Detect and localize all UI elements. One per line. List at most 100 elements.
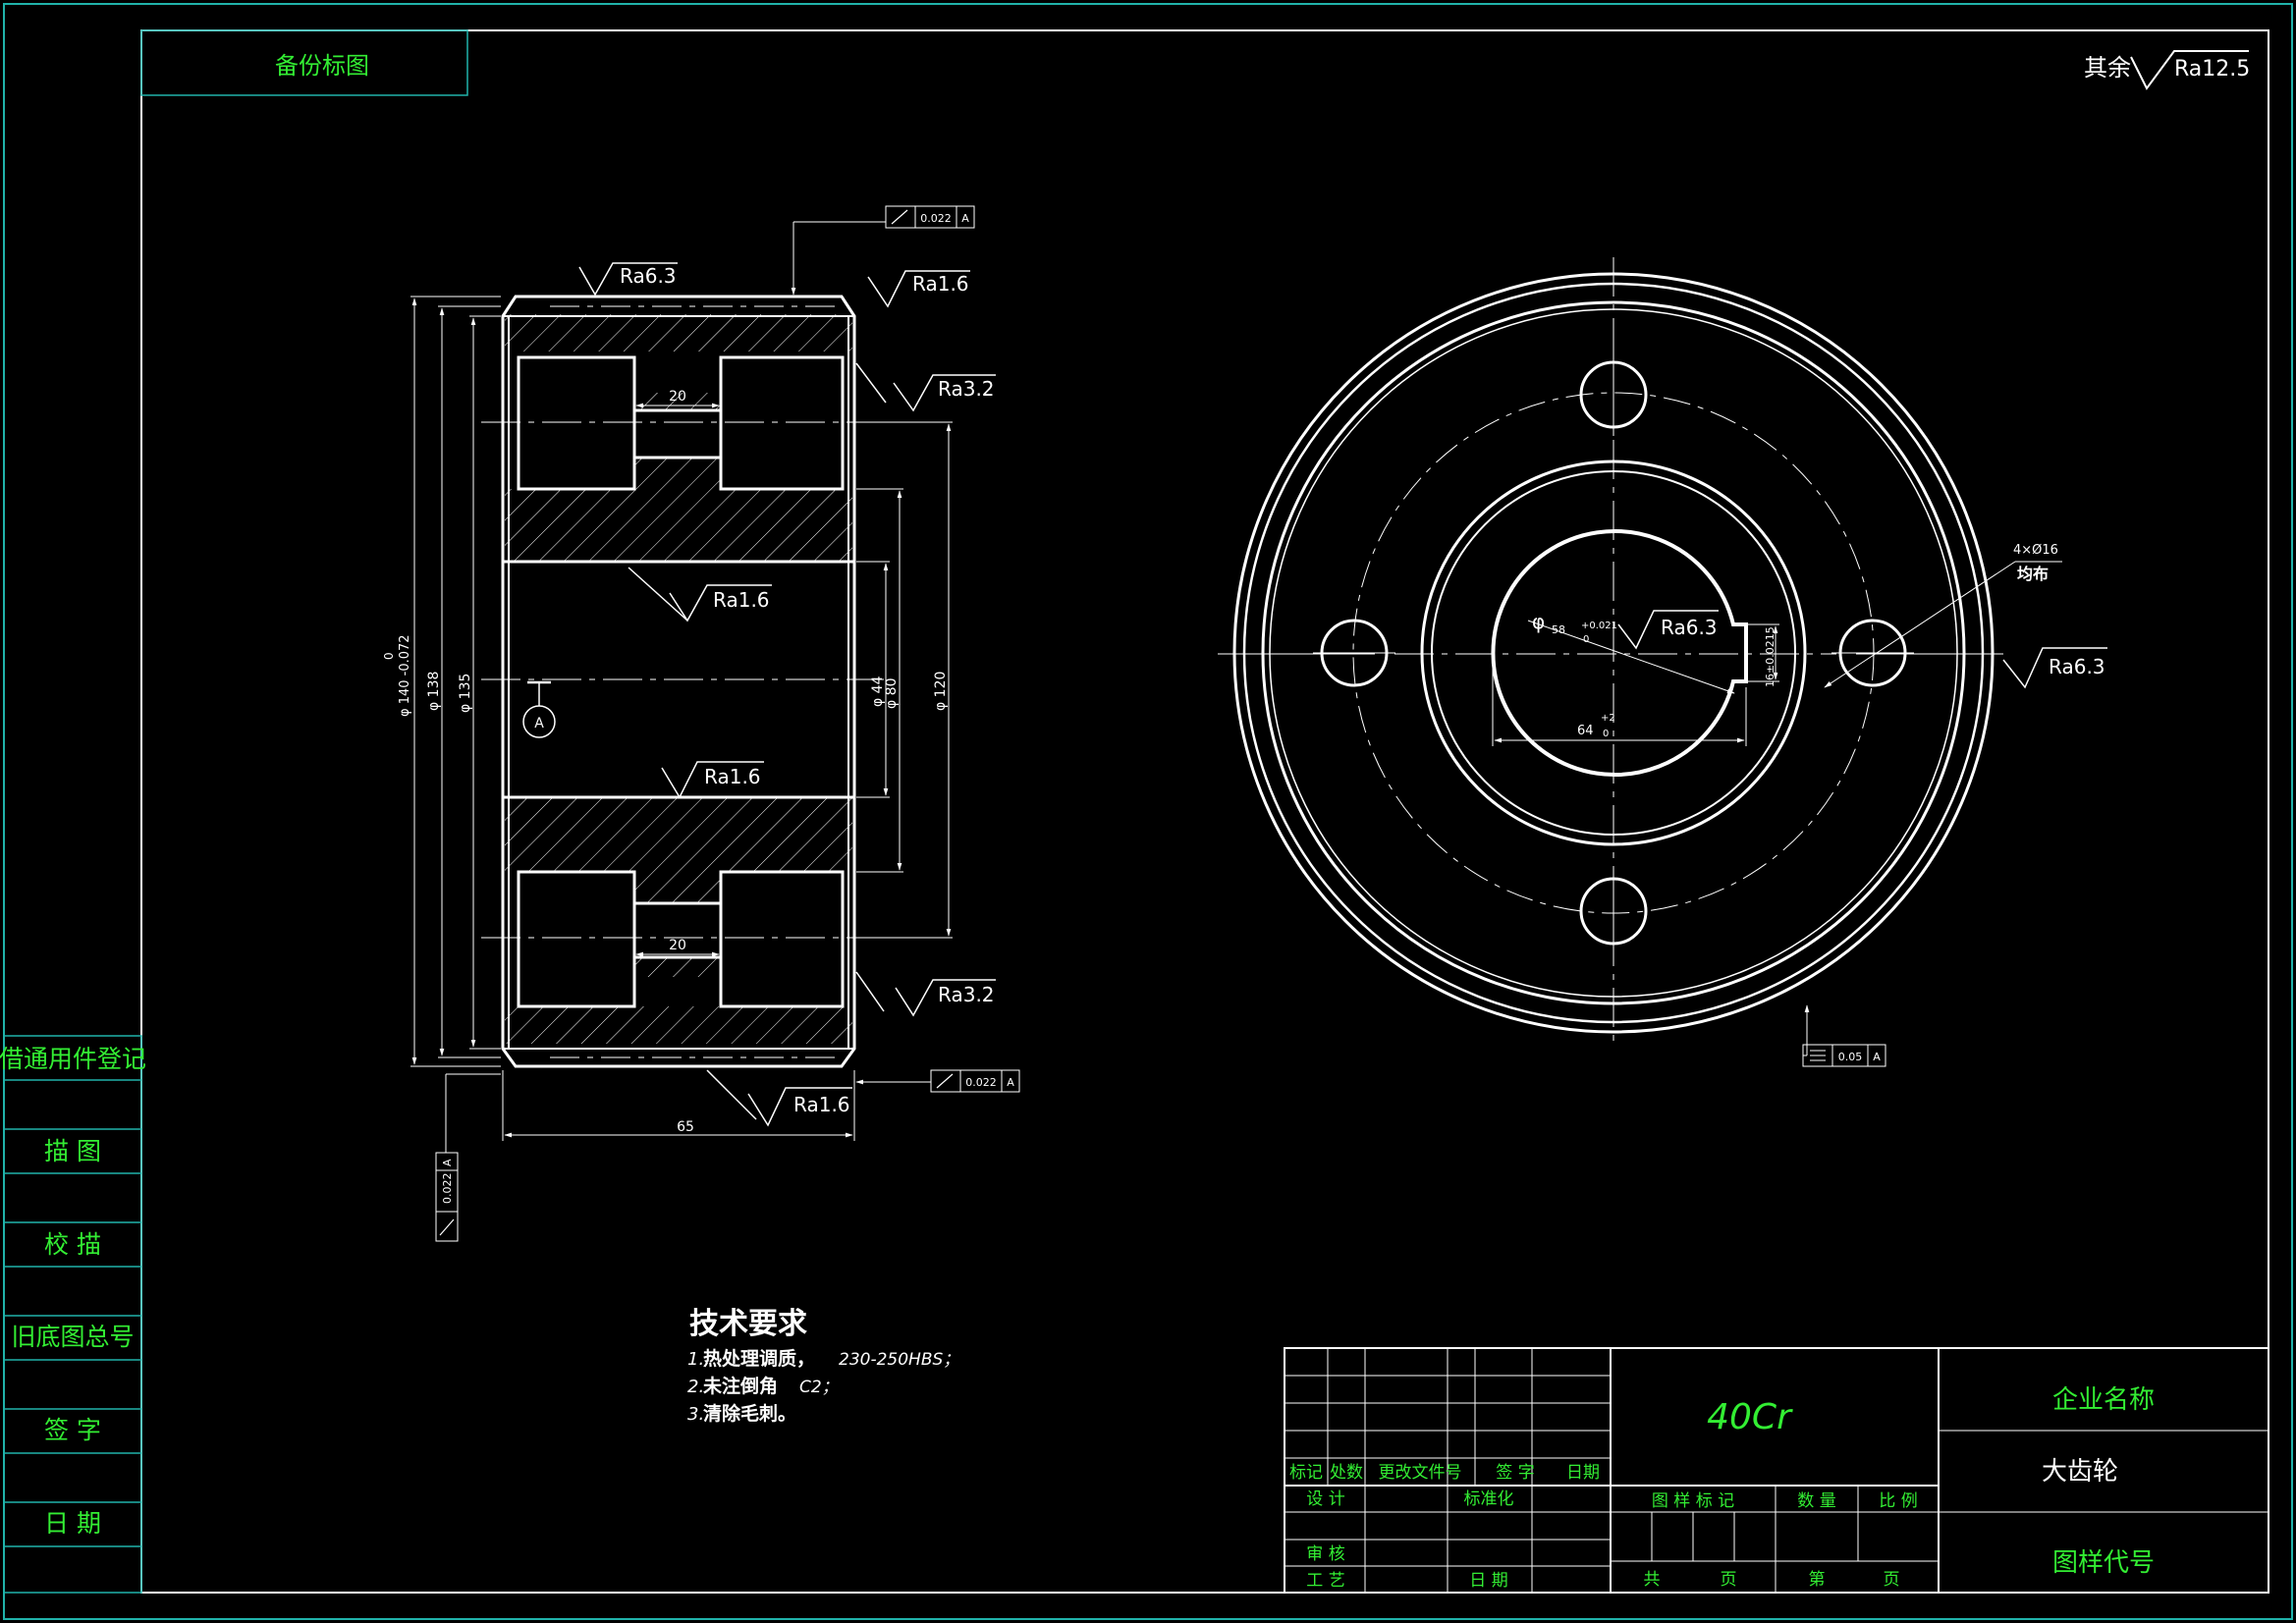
outer-circle	[1232, 272, 1995, 1034]
roughness-top-right: Ra1.6	[867, 270, 970, 308]
lower-left-pocket	[517, 870, 636, 1008]
section-view: φ 140 -0.072 0 φ 138 φ 135 A φ 44 φ 80 φ…	[382, 205, 1020, 1242]
front-view: 4×Ø16 均布 Ra6.3 φ 58 +0.021 0 Ra6.3 16±0.…	[1218, 257, 2107, 1067]
runout-icon	[891, 209, 908, 225]
dim-width: 65	[677, 1119, 694, 1135]
hatch-bottom-rim	[505, 1006, 852, 1044]
side-item-trace: 描 图	[44, 1137, 101, 1165]
svg-text:共: 共	[1644, 1570, 1661, 1590]
side-column: 借通用件登记 描 图 校 描 旧底图总号 签 字 日 期	[0, 1035, 146, 1594]
rim-circle	[1261, 300, 1966, 1005]
dim-od-tol: φ 140 -0.072	[398, 634, 412, 717]
svg-text:设 计: 设 计	[1306, 1489, 1344, 1509]
holes-note-size: 4×Ø16	[2013, 543, 2058, 558]
side-item-signature: 签 字	[44, 1416, 101, 1444]
roughness-upper-chamfer: Ra3.2	[855, 362, 996, 412]
runout-icon	[936, 1073, 954, 1089]
side-item-borrow-register: 借通用件登记	[0, 1045, 146, 1073]
svg-text:3.: 3.	[687, 1404, 704, 1425]
dim-d135: φ 135	[458, 674, 473, 713]
gtol-bottom: 0.022 A	[855, 1069, 1020, 1093]
dim-d120: φ 120	[933, 672, 949, 711]
svg-text:数 量: 数 量	[1797, 1491, 1835, 1511]
svg-text:图 样 标 记: 图 样 标 记	[1652, 1491, 1734, 1511]
default-surface-roughness: 其余 Ra12.5	[2084, 50, 2250, 90]
side-item-check: 校 描	[44, 1230, 101, 1259]
gtol-left: 0.022 A	[435, 1073, 501, 1242]
svg-text:0.022: 0.022	[920, 212, 952, 225]
svg-text:Ra6.3: Ra6.3	[2049, 655, 2105, 678]
company-name: 企业名称	[2052, 1385, 2155, 1415]
bore-tol-lower: 0	[1583, 634, 1589, 645]
hatch-lower-web-top	[634, 872, 721, 903]
bore-phi: φ	[1532, 610, 1545, 633]
hub-outer-circle	[1420, 460, 1807, 846]
keyway-depth: 64	[1577, 724, 1594, 738]
dim-slot-upper: 20	[669, 389, 686, 405]
svg-text:热处理调质，: 热处理调质，	[703, 1347, 815, 1370]
svg-text:Ra3.2: Ra3.2	[938, 377, 995, 401]
svg-text:日 期: 日 期	[1469, 1571, 1507, 1591]
roughness-top: Ra6.3	[578, 262, 678, 297]
svg-text:2.: 2.	[687, 1377, 704, 1397]
svg-text:日期: 日期	[1566, 1463, 1600, 1483]
svg-text:C2；: C2；	[799, 1378, 839, 1397]
holes-note-pattern: 均布	[2017, 565, 2049, 583]
svg-text:0.05: 0.05	[1838, 1051, 1863, 1063]
svg-text:第: 第	[1809, 1570, 1826, 1590]
roughness-front-right: Ra6.3	[2002, 647, 2107, 689]
dim-slot-lower: 20	[669, 938, 686, 953]
dim-d80: φ 80	[884, 678, 900, 710]
svg-text:页: 页	[1884, 1570, 1900, 1590]
drawing-frame: 备份标图	[3, 3, 2293, 1620]
hatch-top-rim	[505, 314, 852, 352]
hatch-upper-hub	[505, 489, 852, 562]
dims-left: φ 140 -0.072 0 φ 138 φ 135	[382, 296, 501, 1067]
svg-text:处数: 处数	[1330, 1463, 1363, 1483]
roughness-symbol	[2130, 50, 2249, 90]
bore-with-keyway	[1491, 529, 1748, 777]
upper-left-pocket	[517, 355, 636, 491]
roughness-bore-upper: Ra1.6	[628, 567, 772, 622]
upper-right-pocket	[719, 355, 845, 491]
svg-text:0.022: 0.022	[965, 1076, 997, 1089]
roughness-bore-lower: Ra1.6	[661, 761, 764, 799]
svg-text:页: 页	[1721, 1570, 1737, 1590]
svg-text:清除毛刺。: 清除毛刺。	[703, 1402, 796, 1425]
drawing-code: 图样代号	[2052, 1548, 2155, 1578]
dims-right: φ 44 φ 80 φ 120	[856, 421, 953, 939]
roughness-lower-chamfer: Ra3.2	[855, 971, 996, 1017]
svg-text:标准化: 标准化	[1464, 1489, 1514, 1509]
svg-text:A: A	[1007, 1076, 1014, 1089]
datum-a: A	[522, 680, 556, 738]
svg-text:Ra1.6: Ra1.6	[912, 272, 969, 296]
side-item-date: 日 期	[44, 1509, 101, 1538]
hatch-upper-web-bottom	[634, 458, 721, 489]
material: 40Cr	[1707, 1397, 1793, 1437]
gtol-flatness: 0.05 A	[1802, 1004, 1886, 1067]
keyway-depth-lower: 0	[1603, 729, 1609, 739]
default-roughness-value: Ra12.5	[2174, 57, 2250, 81]
svg-text:标记: 标记	[1289, 1463, 1323, 1483]
title-block: 40Cr 企业名称 大齿轮 图样代号 标记 处数 更改文件号 签 字 日期 设 …	[1284, 1347, 2269, 1594]
svg-text:A: A	[441, 1159, 454, 1166]
svg-text:1.: 1.	[687, 1349, 704, 1370]
svg-text:0.022: 0.022	[441, 1173, 454, 1205]
svg-text:A: A	[1873, 1051, 1881, 1063]
roughness-keyway: Ra6.3	[1617, 610, 1719, 650]
keyway-depth-upper: +2	[1601, 713, 1615, 724]
key-width: 16±0.0215	[1764, 626, 1777, 687]
dim-d138: φ 138	[426, 672, 442, 711]
top-left-box-label: 备份标图	[275, 52, 369, 80]
gtol-top: 0.022 A	[791, 205, 975, 296]
svg-text:比 例: 比 例	[1879, 1491, 1917, 1511]
svg-text:Ra1.6: Ra1.6	[704, 765, 761, 788]
svg-text:Ra6.3: Ra6.3	[1661, 616, 1718, 639]
tech-requirements: 技术要求 1. 热处理调质， 230-250HBS； 2. 未注倒角 C2； 3…	[687, 1307, 959, 1425]
datum-label: A	[534, 716, 544, 731]
tech-title: 技术要求	[689, 1307, 807, 1341]
bore-tol-upper: +0.021	[1581, 621, 1617, 631]
default-roughness-prefix: 其余	[2084, 54, 2131, 81]
svg-text:Ra6.3: Ra6.3	[620, 264, 677, 288]
